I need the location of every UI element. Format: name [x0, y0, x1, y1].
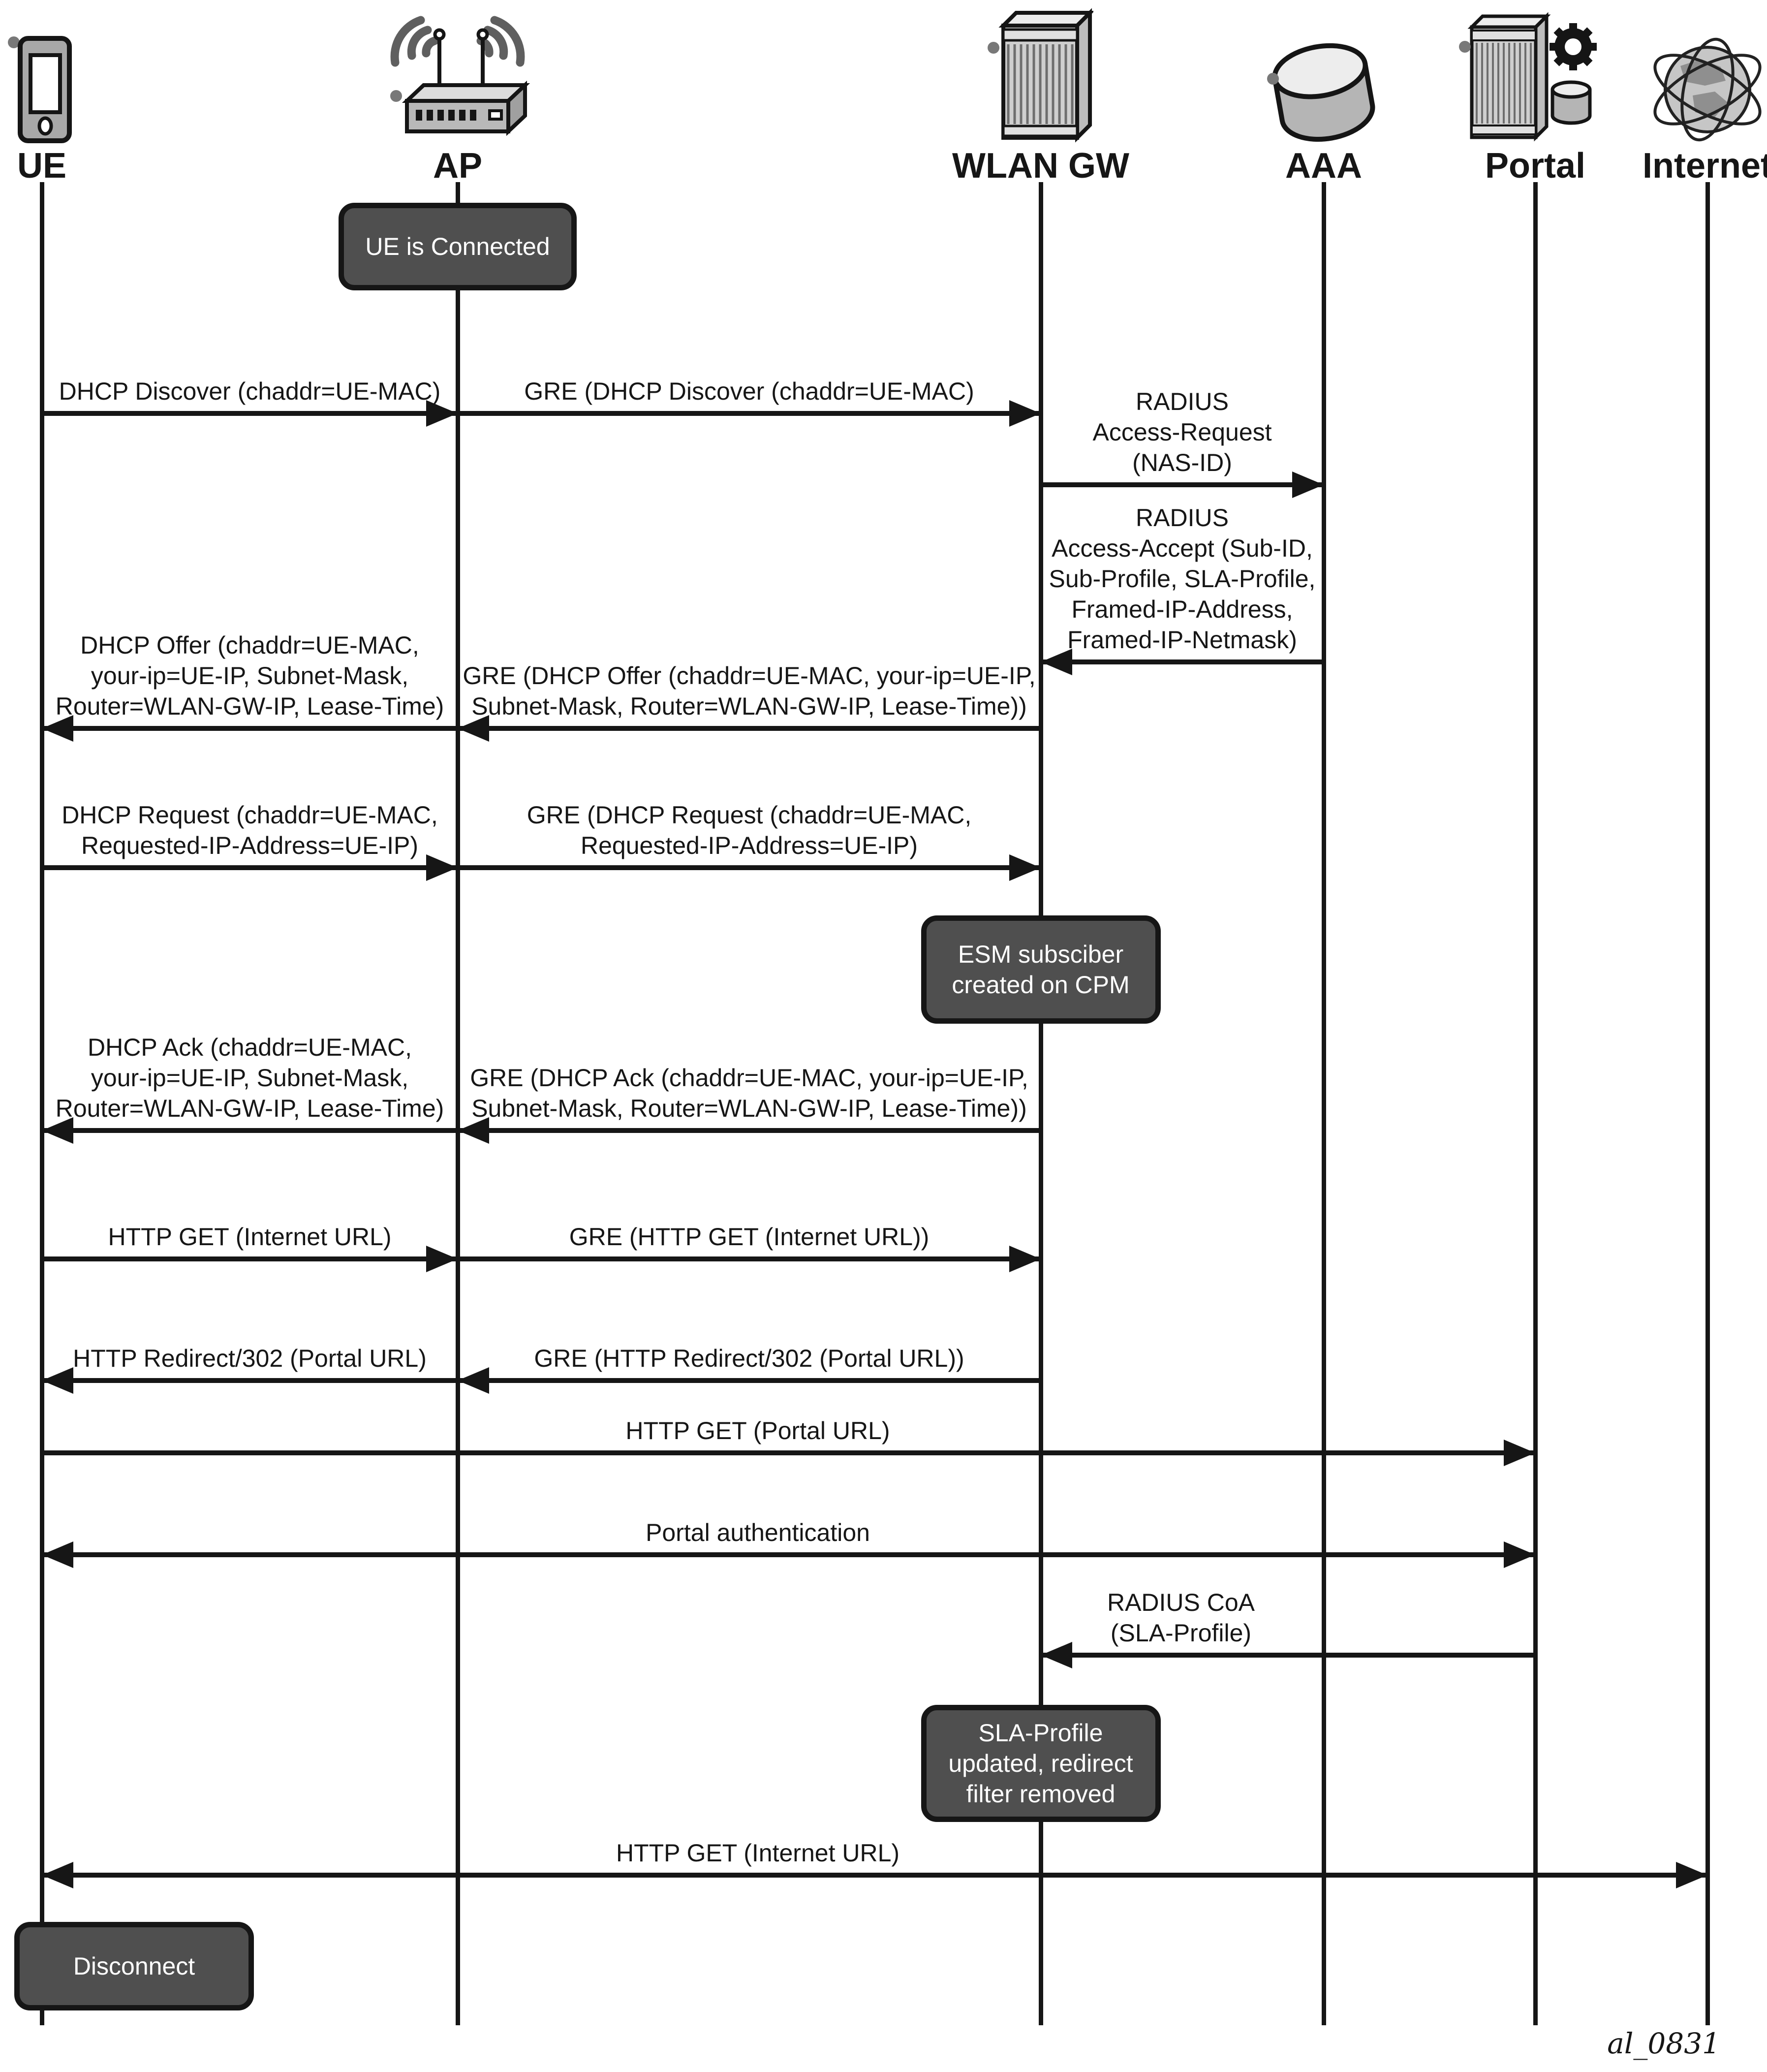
- message-line-7: [458, 865, 1041, 870]
- lifeline-ue: [40, 182, 44, 2025]
- arrowhead-left: [458, 1117, 489, 1144]
- arrowhead-right: [1676, 1862, 1707, 1888]
- message-label-0: DHCP Discover (chaddr=UE-MAC): [59, 377, 441, 405]
- arrowhead-left: [42, 1367, 73, 1394]
- message-label-4: DHCP Offer (chaddr=UE-MAC,your-ip=UE-IP,…: [55, 631, 444, 720]
- smartphone-icon: [7, 0, 76, 144]
- message-line-0: [42, 411, 458, 416]
- arrowhead-right: [1009, 1246, 1041, 1272]
- message-label-11: GRE (HTTP GET (Internet URL)): [569, 1223, 930, 1251]
- message-label-10: HTTP GET (Internet URL): [108, 1223, 392, 1251]
- arrowhead-left: [458, 1367, 489, 1394]
- lifeline-wlangw: [1039, 182, 1043, 2025]
- message-line-11: [458, 1256, 1041, 1261]
- note-0: UE is Connected: [339, 203, 577, 290]
- message-line-2: [1041, 482, 1324, 487]
- lifeline-aaa: [1322, 182, 1326, 2025]
- arrowhead-left: [42, 715, 73, 742]
- arrowhead-right: [1504, 1440, 1535, 1466]
- globe-icon: [1643, 0, 1767, 144]
- arrowhead-left: [1041, 649, 1072, 675]
- actor-ue: UE: [7, 0, 76, 186]
- message-line-17: [42, 1873, 1707, 1878]
- actor-label-aaa: AAA: [1285, 146, 1362, 186]
- message-label-12: HTTP Redirect/302 (Portal URL): [73, 1345, 427, 1372]
- actor-label-ap: AP: [433, 146, 483, 186]
- portal-server-icon: [1459, 0, 1612, 144]
- message-line-1: [458, 411, 1041, 416]
- message-label-5: GRE (DHCP Offer (chaddr=UE-MAC, your-ip=…: [463, 662, 1036, 720]
- lifeline-portal: [1533, 182, 1538, 2025]
- message-label-8: DHCP Ack (chaddr=UE-MAC,your-ip=UE-IP, S…: [55, 1034, 444, 1122]
- message-line-3: [1041, 659, 1324, 664]
- arrowhead-left: [42, 1541, 73, 1568]
- note-3: Disconnect: [14, 1922, 254, 2010]
- message-label-1: GRE (DHCP Discover (chaddr=UE-MAC): [524, 377, 974, 405]
- message-label-6: DHCP Request (chaddr=UE-MAC,Requested-IP…: [62, 801, 438, 859]
- message-label-16: RADIUS CoA(SLA-Profile): [1107, 1589, 1255, 1647]
- lifeline-internet: [1705, 182, 1710, 2025]
- message-line-8: [42, 1128, 458, 1133]
- message-label-13: GRE (HTTP Redirect/302 (Portal URL)): [534, 1345, 964, 1372]
- actor-ap: AP: [376, 0, 539, 186]
- message-line-9: [458, 1128, 1041, 1133]
- message-label-7: GRE (DHCP Request (chaddr=UE-MAC,Request…: [527, 801, 972, 859]
- message-line-13: [458, 1378, 1041, 1383]
- actor-aaa: AAA: [1262, 0, 1385, 186]
- actor-label-ue: UE: [17, 146, 67, 186]
- arrowhead-right: [1292, 471, 1324, 498]
- arrowhead-right: [1009, 854, 1041, 881]
- arrowhead-left: [42, 1117, 73, 1144]
- gear-icon: [1550, 23, 1597, 70]
- actor-label-portal: Portal: [1485, 146, 1586, 186]
- message-label-15: Portal authentication: [646, 1519, 870, 1546]
- message-line-16: [1041, 1653, 1535, 1658]
- arrowhead-left: [42, 1862, 73, 1888]
- message-line-10: [42, 1256, 458, 1261]
- actor-label-internet: Internet: [1642, 146, 1767, 186]
- lifeline-ap: [456, 182, 460, 2025]
- arrowhead-left: [458, 715, 489, 742]
- message-line-4: [42, 726, 458, 731]
- arrowhead-right: [426, 854, 458, 881]
- message-label-14: HTTP GET (Portal URL): [625, 1417, 890, 1444]
- arrowhead-right: [1504, 1541, 1535, 1568]
- arrowhead-right: [1009, 400, 1041, 427]
- message-label-9: GRE (DHCP Ack (chaddr=UE-MAC, your-ip=UE…: [470, 1064, 1028, 1122]
- arrowhead-left: [1041, 1642, 1072, 1668]
- database-icon: [1262, 0, 1385, 144]
- arrowhead-right: [426, 1246, 458, 1272]
- message-line-14: [42, 1450, 1535, 1455]
- message-line-6: [42, 865, 458, 870]
- arrowhead-right: [426, 400, 458, 427]
- actor-portal: Portal: [1459, 0, 1612, 186]
- wireless-access-point-icon: [376, 0, 539, 144]
- actor-internet: Internet: [1643, 0, 1767, 186]
- message-line-12: [42, 1378, 458, 1383]
- actor-wlan-gw: WLAN GW: [952, 0, 1129, 186]
- message-label-17: HTTP GET (Internet URL): [616, 1839, 900, 1867]
- actor-label-wlan-gw: WLAN GW: [952, 146, 1129, 186]
- gateway-chassis-icon: [952, 0, 1129, 144]
- figure-id-label: al_0831: [1607, 2027, 1720, 2060]
- message-line-5: [458, 726, 1041, 731]
- message-line-15: [42, 1552, 1535, 1557]
